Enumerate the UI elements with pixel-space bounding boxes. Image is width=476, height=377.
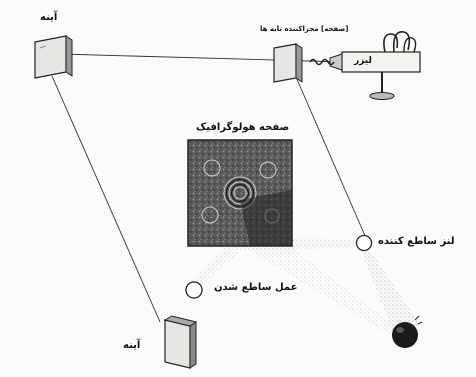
diverging-lens-lower: [186, 282, 202, 298]
label-mirror-top: آینه: [40, 12, 57, 23]
mirror-top-left: [35, 36, 72, 78]
diverging-lens-right: [357, 236, 372, 251]
label-laser: لیزر: [354, 56, 372, 66]
label-diverging-lens: لنز ساطع کننده: [378, 236, 455, 247]
holographic-plate: [188, 140, 292, 246]
label-mirror-bottom: آینه: [123, 340, 140, 351]
beam-splitter: [274, 44, 302, 82]
label-holographic-plate: صفحه هولوگرافیک: [196, 122, 289, 133]
label-diverging-action: عمل ساطع شدن: [214, 282, 297, 293]
label-beam-splitter: [صفحه] مجزاکننده تابه ها: [260, 25, 349, 33]
mirror-bottom: [165, 316, 196, 368]
